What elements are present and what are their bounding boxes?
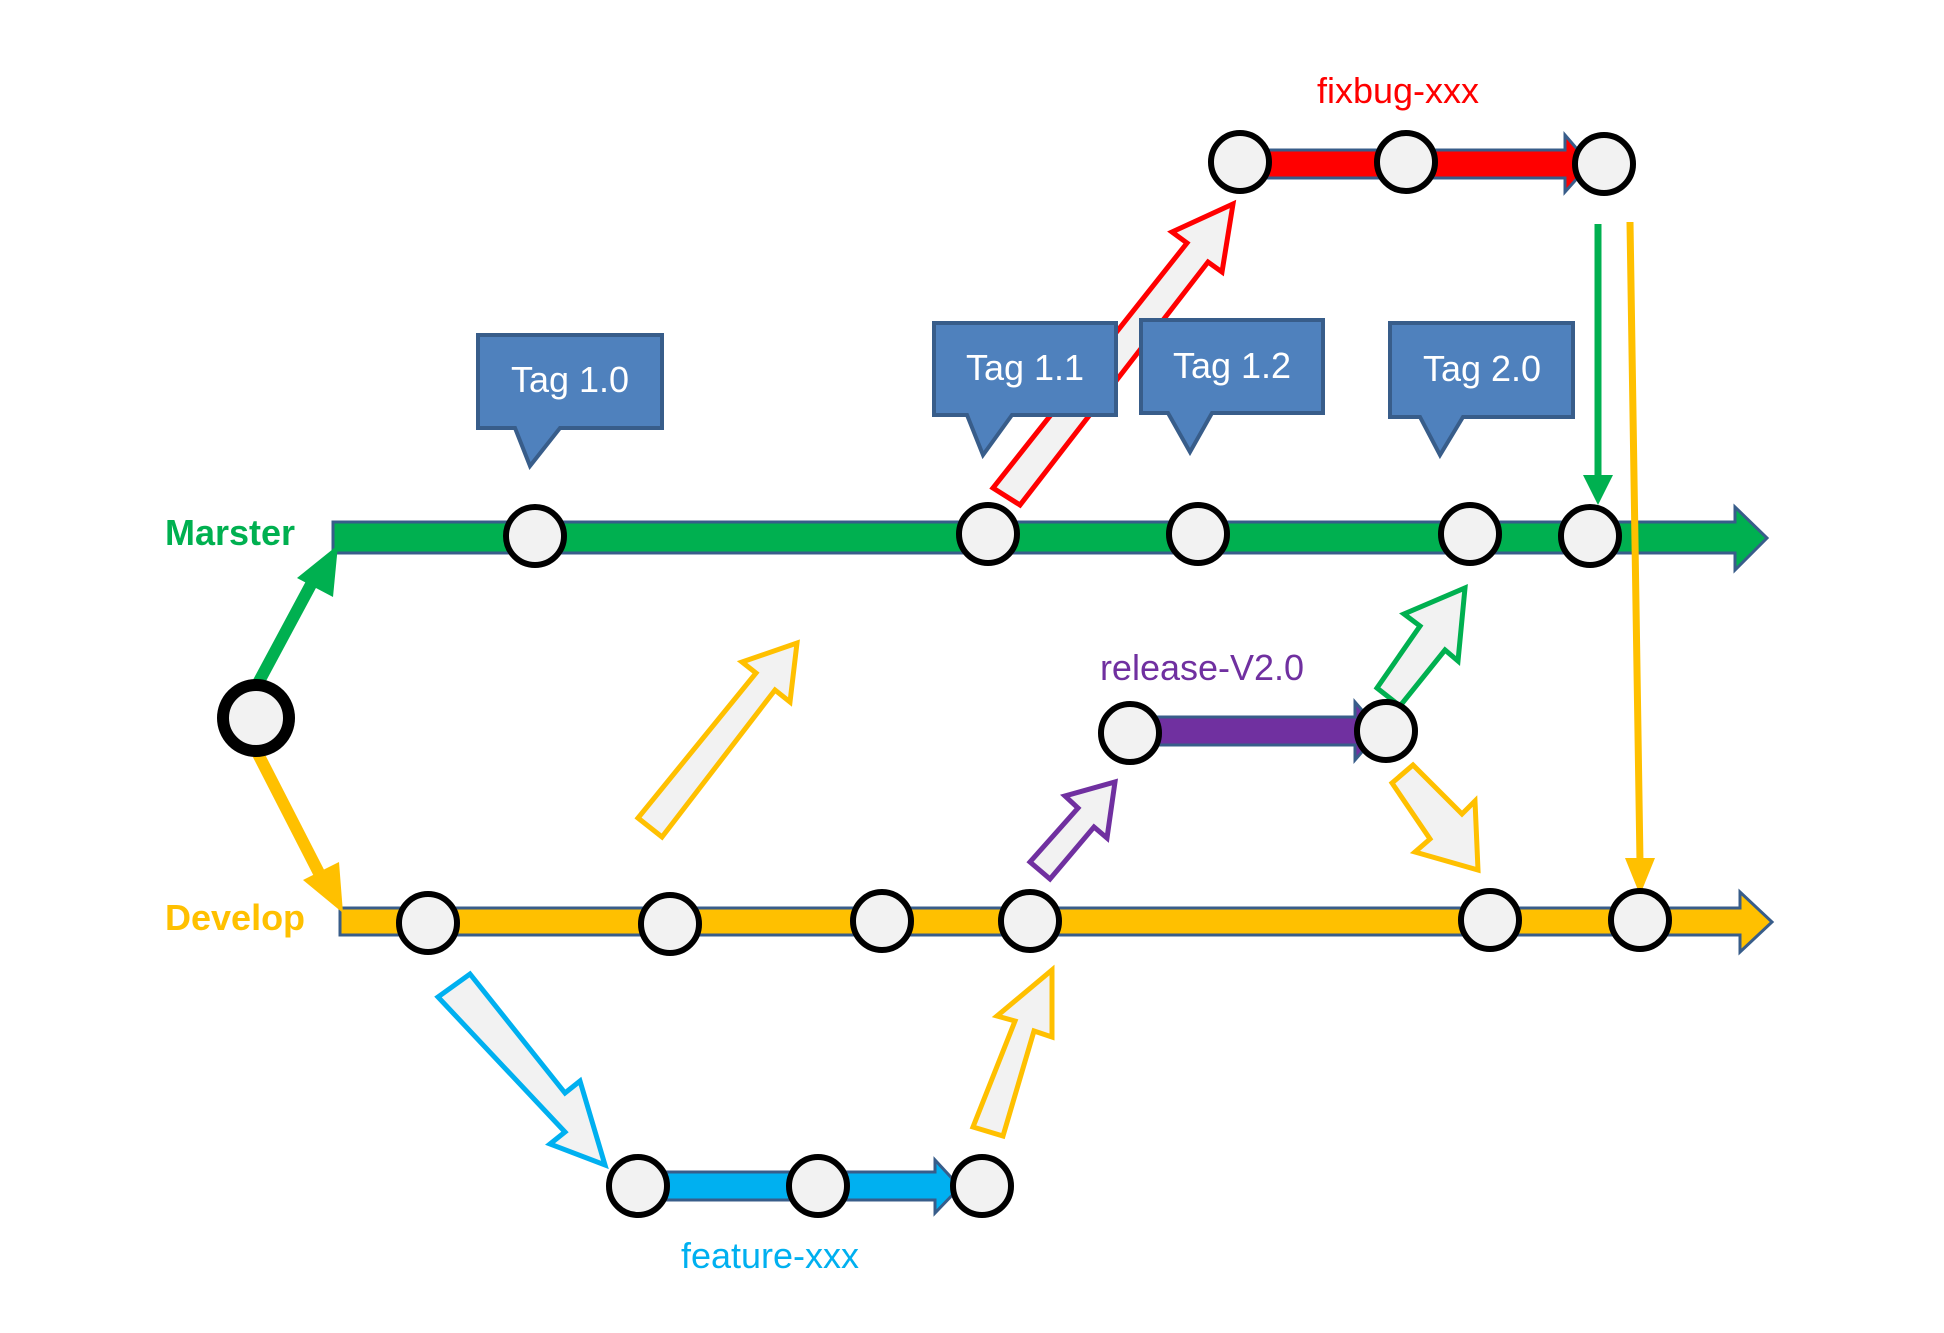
develop-commit-release-merge <box>1458 888 1522 952</box>
master-branch-label: Marster <box>165 512 295 553</box>
master-commit-tag-1-1 <box>956 502 1020 566</box>
tag-label-2-0: Tag 2.0 <box>1423 348 1541 389</box>
commit-nodes <box>217 130 1672 1218</box>
master-commit-tag-1-0 <box>503 504 567 568</box>
feature-to-develop-arrow <box>969 964 1055 1140</box>
master-commit-tag-1-2 <box>1166 502 1230 566</box>
develop-to-feature-arrow <box>434 970 609 1170</box>
fixbug-to-develop-merge <box>1625 221 1655 895</box>
master-commit-fixbug-merge <box>1558 504 1622 568</box>
release-commit-1 <box>1098 701 1162 765</box>
feature-commit-1 <box>606 1154 670 1218</box>
start-to-master-arrow <box>250 545 338 690</box>
release-commit-2 <box>1354 699 1418 763</box>
tag-label-1-2: Tag 1.2 <box>1173 345 1291 386</box>
feature-commit-2 <box>786 1154 850 1218</box>
feature-branch-label: feature-xxx <box>681 1235 859 1276</box>
release-branch-arrow <box>1130 697 1382 765</box>
develop-to-master-arrow <box>634 639 800 841</box>
develop-branch-label: Develop <box>165 897 305 938</box>
fixbug-commit-1 <box>1208 130 1272 194</box>
release-to-master-arrow <box>1373 584 1468 710</box>
fixbug-commit-2 <box>1374 130 1438 194</box>
release-to-develop-arrow <box>1388 761 1481 874</box>
tag-callout-1-2: Tag 1.2 <box>1139 318 1325 457</box>
develop-commit-1 <box>396 891 460 955</box>
tag-callout-2-0: Tag 2.0 <box>1388 321 1575 460</box>
develop-commit-feature-merge <box>998 889 1062 953</box>
fixbug-commit-3 <box>1572 132 1636 196</box>
tag-label-1-1: Tag 1.1 <box>966 347 1084 388</box>
release-branch-label: release-V2.0 <box>1100 647 1304 688</box>
feature-commit-3 <box>950 1154 1014 1218</box>
tag-callout-1-0: Tag 1.0 <box>476 333 664 470</box>
master-commit-tag-2-0 <box>1438 502 1502 566</box>
start-to-develop-arrow <box>250 747 343 913</box>
tag-label-1-0: Tag 1.0 <box>511 359 629 400</box>
fixbug-to-master-merge <box>1583 224 1613 505</box>
develop-commit-fixbug-merge <box>1608 888 1672 952</box>
develop-to-release-arrow <box>1026 778 1119 883</box>
master-branch-arrow <box>331 503 1770 574</box>
develop-commit-3 <box>850 889 914 953</box>
start-node <box>217 679 295 757</box>
tag-callout-1-1: Tag 1.1 <box>932 321 1118 460</box>
fixbug-branch-label: fixbug-xxx <box>1317 70 1479 111</box>
develop-commit-2 <box>638 892 702 956</box>
